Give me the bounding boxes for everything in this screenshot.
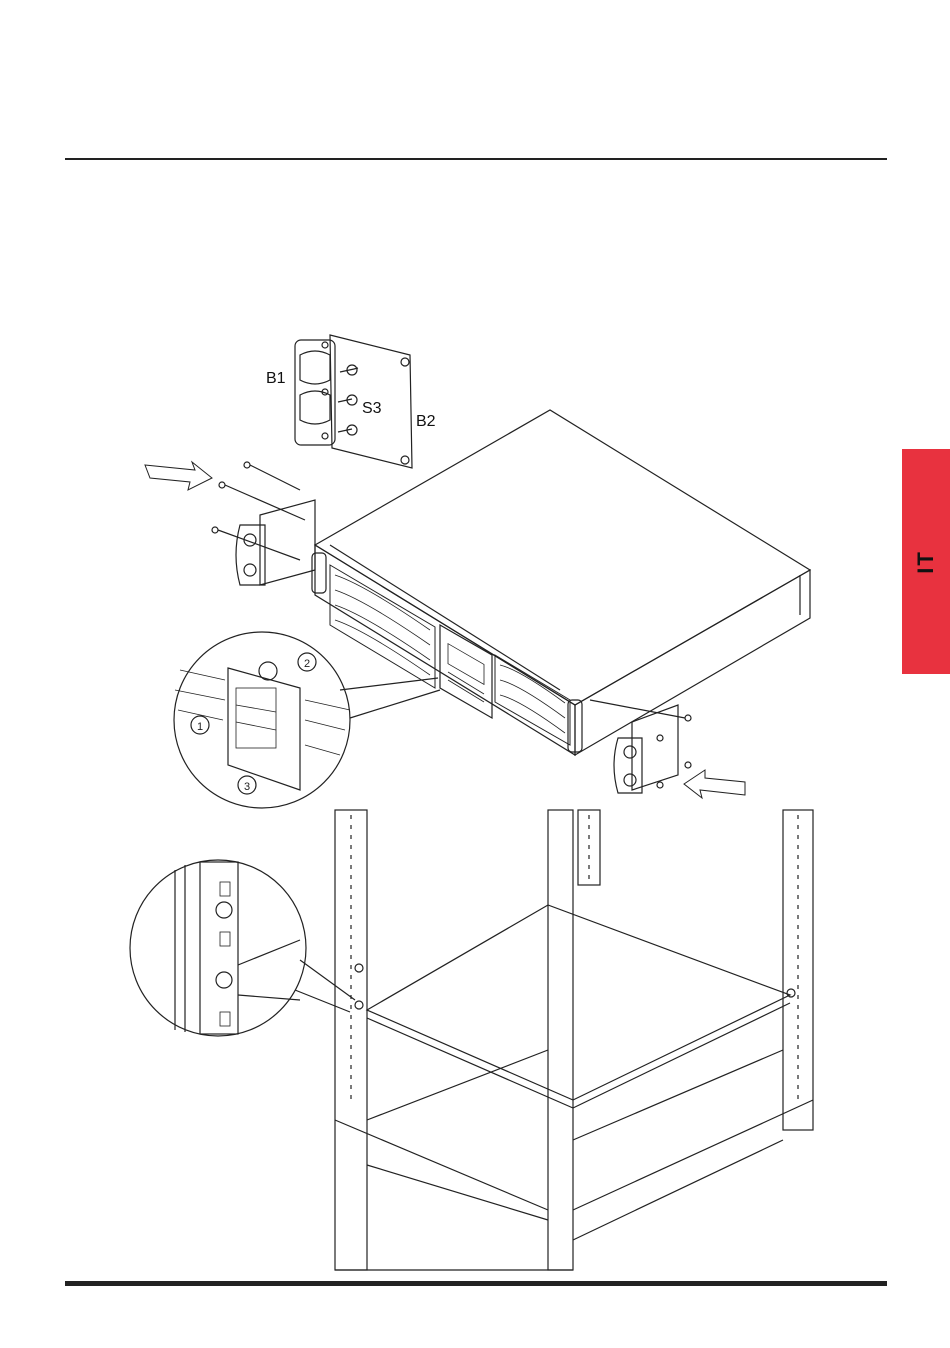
bracket-detail	[295, 335, 412, 468]
right-bracket	[590, 700, 745, 798]
label-b2: B2	[416, 413, 436, 430]
callout-2: 2	[304, 658, 310, 670]
left-bracket	[145, 462, 315, 585]
label-s3: S3	[362, 400, 382, 417]
rack-cabinet	[335, 810, 813, 1270]
callout-1: 1	[197, 721, 203, 733]
rack-zoom-detail	[130, 860, 355, 1036]
callout-3: 3	[244, 781, 250, 793]
bottom-rule	[65, 1281, 887, 1286]
label-b1: B1	[266, 370, 286, 387]
